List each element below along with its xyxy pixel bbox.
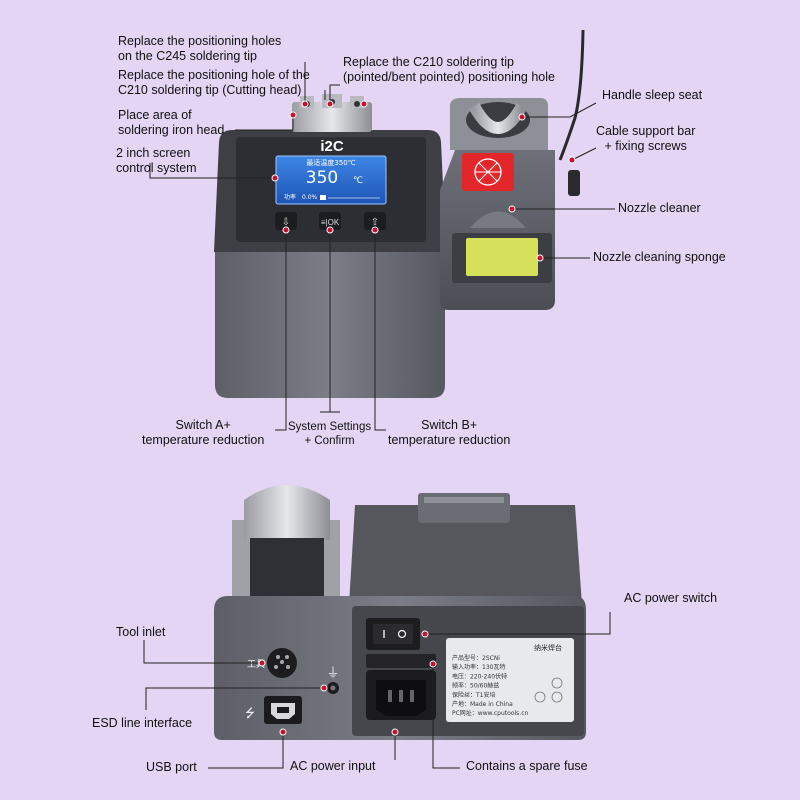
lcd-unit: ℃ — [353, 176, 363, 186]
callout-system-settings: System Settings + Confirm — [288, 421, 372, 447]
svg-text:≡|OK: ≡|OK — [321, 218, 340, 227]
lcd-power-value: 0.0% — [302, 194, 318, 201]
lcd-header: 最适温度350℃ — [306, 158, 355, 167]
spec-label-row: 频率：50/60赫兹 — [452, 682, 499, 690]
spec-label-row: 产品型号：2SCNi — [452, 654, 500, 662]
rear-housing — [349, 505, 582, 605]
button-ok[interactable]: ≡|OK — [319, 212, 341, 230]
cable-support-bar — [558, 29, 585, 161]
button-down[interactable]: ⇩ — [275, 212, 297, 230]
front-view-station: i2C 最适温度350℃ 350 ℃ 功率 0.0% ⇩ ≡|OK ⇧ — [214, 29, 585, 398]
callout-tool-inlet: Tool inlet — [116, 625, 166, 639]
callout-esd: ESD line interface — [92, 716, 193, 730]
callout-c210-pointed: Replace the C210 soldering tip (pointed/… — [343, 55, 555, 84]
callout-cable-bar: Cable support bar + fixing screws — [596, 124, 696, 153]
callout-handle-seat: Handle sleep seat — [602, 88, 703, 102]
callout-switch-a: Switch A+ temperature reduction — [142, 418, 265, 447]
cleaning-sponge — [466, 238, 538, 276]
callout-lines — [143, 62, 615, 769]
spec-label-row: 电压：220-240伏特 — [452, 672, 507, 680]
callout-head-area: Place area of soldering iron head — [118, 108, 225, 137]
callout-nozzle-cleaner: Nozzle cleaner — [618, 201, 701, 215]
callout-sponge: Nozzle cleaning sponge — [593, 250, 726, 264]
callout-ac-switch: AC power switch — [624, 591, 718, 605]
tool-port-label: 工具 — [247, 659, 265, 670]
svg-text:⇧: ⇧ — [371, 217, 379, 228]
ground-icon: ⏚ — [326, 665, 339, 680]
callout-usb: USB port — [146, 760, 197, 774]
callout-switch-b: Switch B+ temperature reduction — [388, 418, 511, 447]
callout-c245-holes: Replace the positioning holes on the C24… — [118, 34, 282, 63]
spec-label-row: PC网址：www.cputools.cn — [452, 709, 528, 717]
spec-label-row: 产地：Made in China — [452, 700, 513, 708]
callout-dots — [258, 100, 576, 736]
spec-label-title: 纳米焊台 — [534, 643, 562, 652]
callout-screen: 2 inch screen control system — [116, 146, 197, 175]
rear-view-station: 纳米焊台 产品型号：2SCNi输入功率：130瓦特电压：220-240伏特频率：… — [214, 485, 586, 740]
lcd-temperature: 350 — [306, 168, 338, 188]
spec-label-plate — [446, 638, 574, 722]
callout-c210-cutting: Replace the positioning hole of the C210… — [118, 68, 310, 97]
lcd-power-label: 功率 — [284, 193, 296, 201]
callout-ac-input: AC power input — [290, 759, 376, 773]
svg-text:⇩: ⇩ — [282, 217, 290, 228]
brand-logo: i2C — [320, 138, 344, 155]
callout-fuse: Contains a spare fuse — [466, 759, 588, 773]
spec-label-row: 输入功率：130瓦特 — [452, 663, 505, 671]
tip-holder-block — [292, 102, 372, 132]
usb-icon: ⭍ — [245, 706, 255, 720]
button-up[interactable]: ⇧ — [364, 212, 386, 230]
spec-label-row: 保险丝：T1安培 — [452, 691, 495, 699]
